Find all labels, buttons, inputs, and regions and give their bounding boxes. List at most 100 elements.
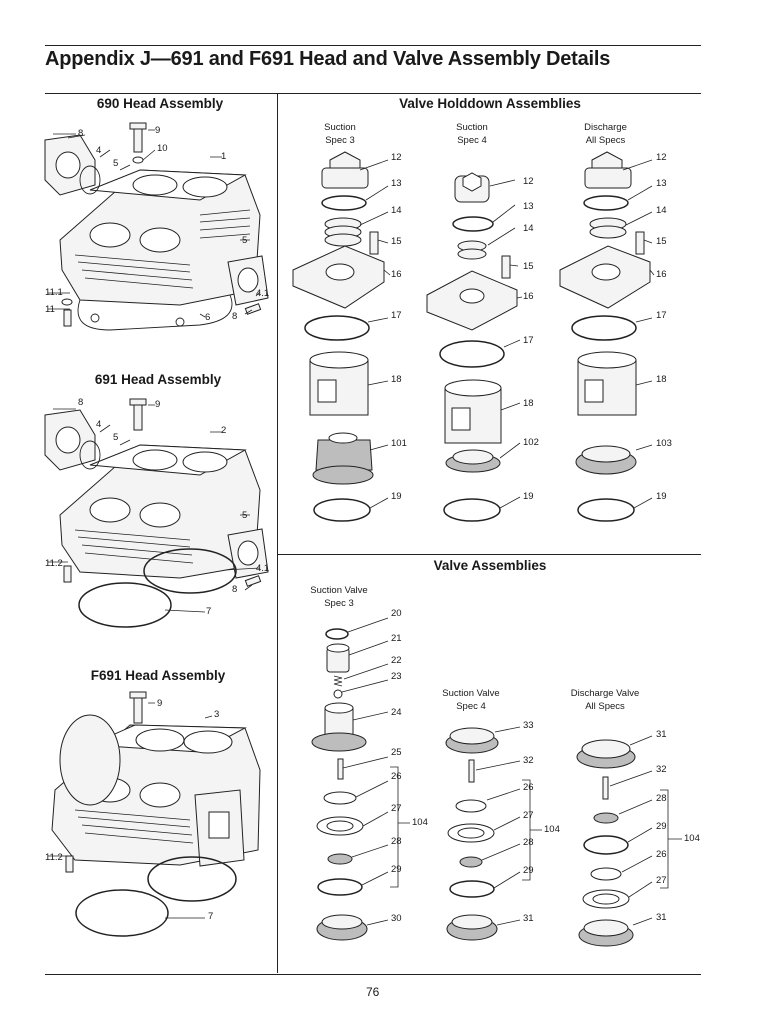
callout-hd1-17: 17 xyxy=(391,310,402,321)
callout-hd3-16: 16 xyxy=(656,269,667,280)
section-divider xyxy=(277,554,701,555)
callout-hd3-17: 17 xyxy=(656,310,667,321)
valve-title: Valve Assemblies xyxy=(433,558,547,573)
callout-hd1-14: 14 xyxy=(391,205,402,216)
callout-hd2-102: 102 xyxy=(523,437,539,448)
callout-690-11-1: 11.1 xyxy=(45,287,63,298)
callout-hd2-19: 19 xyxy=(523,491,534,502)
page-number: 76 xyxy=(366,985,380,999)
callout-v1-27: 27 xyxy=(391,803,402,814)
callout-v2-33: 33 xyxy=(523,720,534,731)
head-691-drawing xyxy=(44,398,269,628)
column-divider xyxy=(277,93,278,973)
valve-col-2-label: Suction Valve Spec 4 xyxy=(442,688,500,712)
callout-v3-31b: 31 xyxy=(656,912,667,923)
callout-hd3-13: 13 xyxy=(656,178,667,189)
callout-f691-11-2: 11.2 xyxy=(45,852,63,863)
callout-hd3-103: 103 xyxy=(656,438,672,449)
callout-hd1-19: 19 xyxy=(391,491,402,502)
callout-690-10: 10 xyxy=(157,143,168,154)
callout-690-4: 4 xyxy=(96,145,102,156)
callout-690-5b: 5 xyxy=(242,235,248,246)
callout-v3-29: 29 xyxy=(656,821,667,832)
callout-v1-25: 25 xyxy=(391,747,402,758)
callout-690-8b: 8 xyxy=(232,311,238,322)
head-f691-title: F691 Head Assembly xyxy=(90,668,226,683)
callout-v3-27: 27 xyxy=(656,875,667,886)
head-691-title: 691 Head Assembly xyxy=(94,372,222,387)
callout-690-5a: 5 xyxy=(113,158,119,169)
callout-v3-31a: 31 xyxy=(656,729,667,740)
callout-hd3-15: 15 xyxy=(656,236,667,247)
callout-v1-22: 22 xyxy=(391,655,402,666)
callout-hd1-18: 18 xyxy=(391,374,402,385)
callout-hd1-13: 13 xyxy=(391,178,402,189)
holddown-col-3-label: Discharge All Specs xyxy=(584,122,627,146)
callout-691-9: 9 xyxy=(155,399,161,410)
callout-f691-7: 7 xyxy=(208,911,214,922)
holddown-col-2-label: Suction Spec 4 xyxy=(456,122,488,146)
callout-v3-28: 28 xyxy=(656,793,667,804)
callout-v1-24: 24 xyxy=(391,707,402,718)
callout-v2-31: 31 xyxy=(523,913,534,924)
page-title: Appendix J—691 and F691 Head and Valve A… xyxy=(45,48,611,70)
callout-v1-26: 26 xyxy=(391,771,402,782)
callout-691-5a: 5 xyxy=(113,432,119,443)
callout-v2-bracket-104: 104 xyxy=(544,824,560,835)
callout-v1-21: 21 xyxy=(391,633,402,644)
callout-hd3-19: 19 xyxy=(656,491,667,502)
callout-hd3-14: 14 xyxy=(656,205,667,216)
callout-691-11-2: 11.2 xyxy=(45,558,63,569)
callout-hd1-16: 16 xyxy=(391,269,402,280)
callout-690-11: 11 xyxy=(45,304,55,315)
callout-hd2-12: 12 xyxy=(523,176,534,187)
callout-691-2: 2 xyxy=(221,425,227,436)
valve-col-3-label: Discharge Valve All Specs xyxy=(570,688,640,712)
callout-v3-26: 26 xyxy=(656,849,667,860)
callout-hd1-101: 101 xyxy=(391,438,407,449)
head-690-title: 690 Head Assembly xyxy=(96,96,224,111)
callout-v2-26: 26 xyxy=(523,782,534,793)
callout-691-5b: 5 xyxy=(242,510,248,521)
callout-v1-20: 20 xyxy=(391,608,402,619)
callout-v3-bracket-104: 104 xyxy=(684,833,700,844)
callout-691-4: 4 xyxy=(96,419,102,430)
callout-hd2-17: 17 xyxy=(523,335,534,346)
footer-rule xyxy=(45,974,701,975)
callout-690-4-1: 4.1 xyxy=(256,288,270,299)
callout-hd2-15: 15 xyxy=(523,261,534,272)
callout-690-9: 9 xyxy=(155,125,161,136)
callout-hd1-12: 12 xyxy=(391,152,402,163)
callout-v2-27: 27 xyxy=(523,810,534,821)
valve-col-3-drawing xyxy=(576,735,682,947)
holddown-title: Valve Holddown Assemblies xyxy=(399,96,581,111)
holddown-col-1-drawing xyxy=(292,151,391,522)
holddown-col-3-drawing xyxy=(559,151,655,522)
callout-v2-32: 32 xyxy=(523,755,534,766)
holddown-col-1-label: Suction Spec 3 xyxy=(324,122,356,146)
callout-691-4-1: 4.1 xyxy=(256,563,270,574)
callout-f691-3: 3 xyxy=(214,709,220,720)
callout-690-1: 1 xyxy=(221,151,227,162)
head-690-drawing xyxy=(44,122,269,331)
callout-v1-28: 28 xyxy=(391,836,402,847)
valve-col-1-drawing xyxy=(311,617,410,941)
header-rule-top xyxy=(45,45,701,46)
callout-hd2-16: 16 xyxy=(523,291,534,302)
callout-v1-bracket-104: 104 xyxy=(412,817,428,828)
callout-691-8b: 8 xyxy=(232,584,238,595)
valve-col-2-drawing xyxy=(445,726,542,941)
callout-hd2-18: 18 xyxy=(523,398,534,409)
callout-hd1-15: 15 xyxy=(391,236,402,247)
callout-690-8: 8 xyxy=(78,128,84,139)
callout-f691-9: 9 xyxy=(157,698,163,709)
callout-v2-28: 28 xyxy=(523,837,534,848)
header-rule-bottom xyxy=(45,93,701,94)
callout-691-8: 8 xyxy=(78,397,84,408)
callout-691-7: 7 xyxy=(206,606,212,617)
callout-v1-29: 29 xyxy=(391,864,402,875)
head-f691-drawing xyxy=(48,691,261,937)
callout-hd3-18: 18 xyxy=(656,374,667,385)
callout-v2-29: 29 xyxy=(523,865,534,876)
